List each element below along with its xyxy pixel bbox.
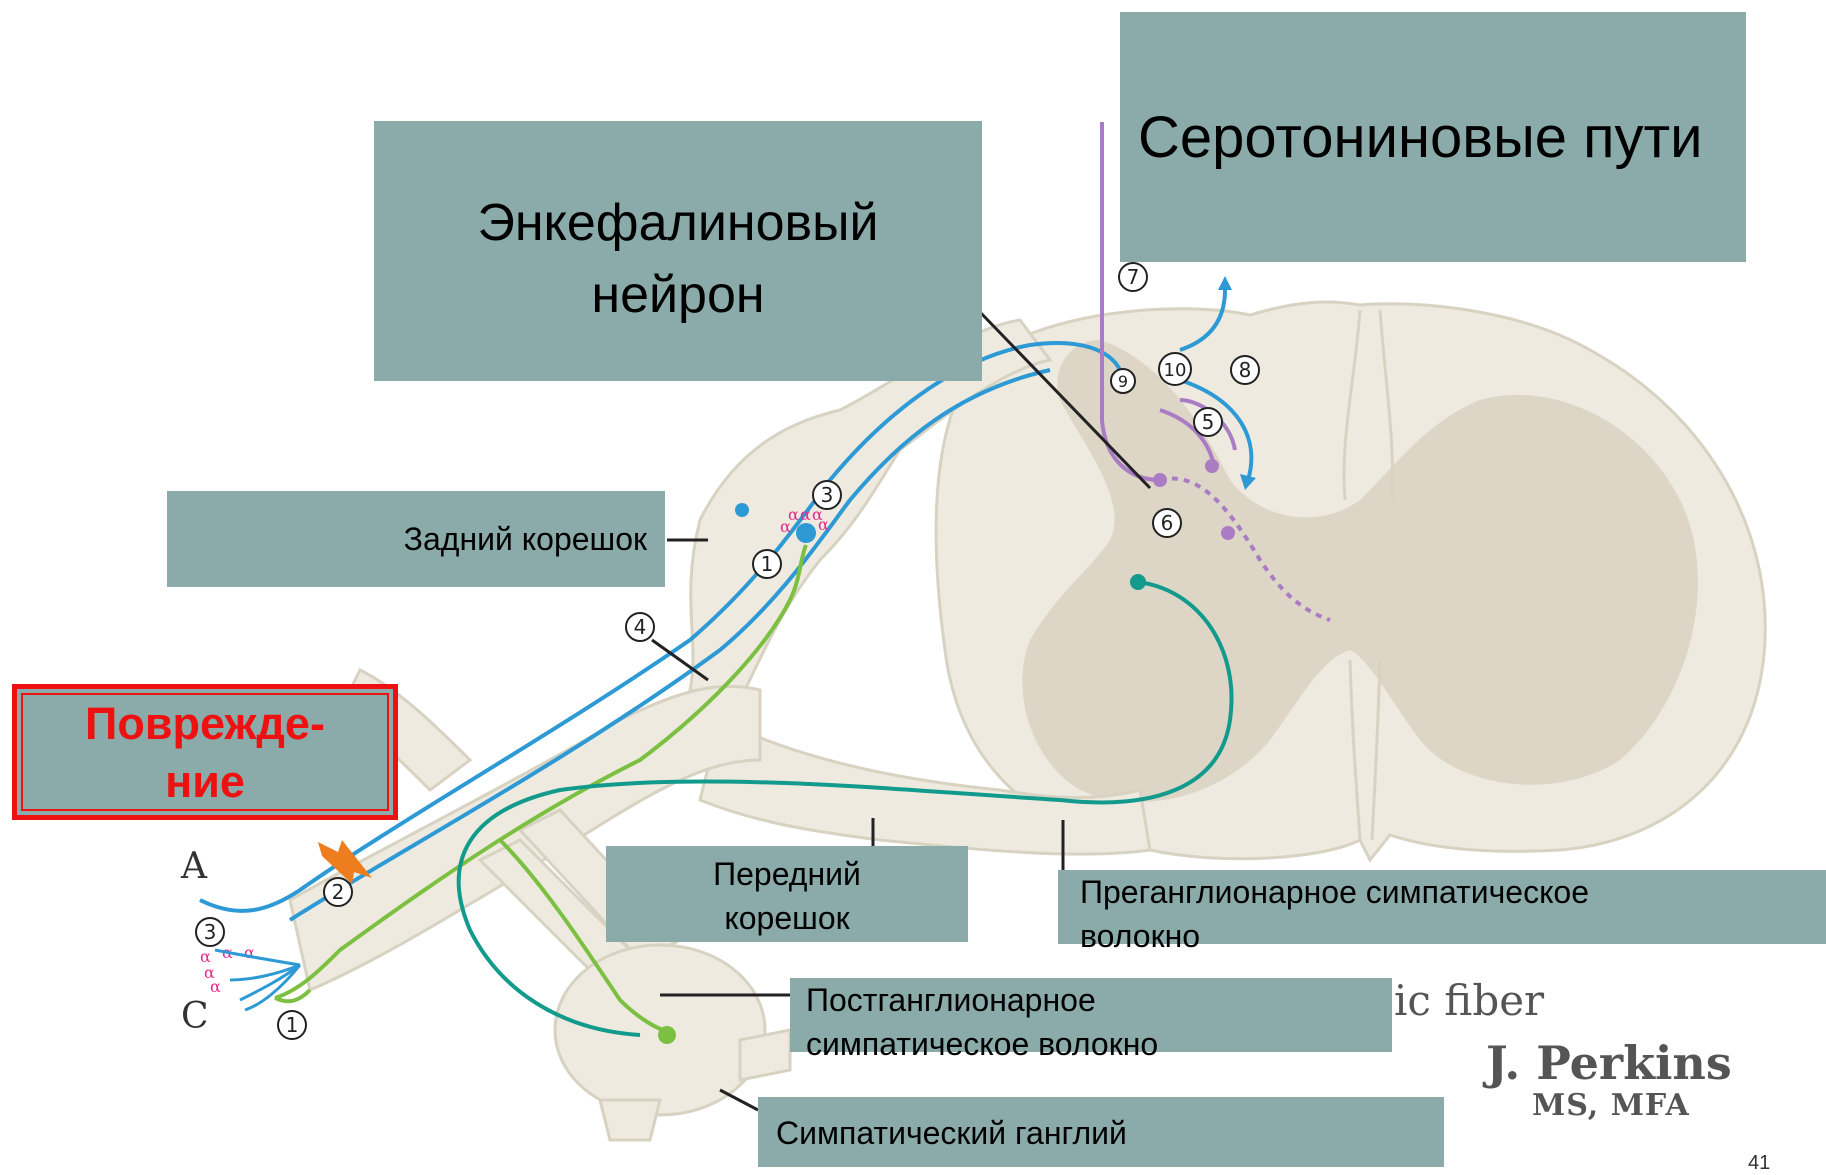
leader-ganglion — [720, 1090, 758, 1110]
serotonin-pathways-label: Серотониновые пути — [1120, 12, 1746, 262]
fiber-caption-fragment: ic fiber — [1394, 976, 1544, 1025]
enkephalin-label-line1: Энкефалиновый — [374, 187, 982, 259]
serotonin-node-3 — [1221, 526, 1235, 540]
receptor-alpha: α — [210, 977, 221, 996]
a-fiber-terminal — [735, 503, 749, 517]
a-fiber-cell-body — [796, 523, 816, 543]
c-fiber-ganglion-synapse — [658, 1026, 676, 1044]
a-fiber-letter: A — [181, 846, 207, 887]
postganglionic-fiber-label: Постганглионарное симпатическое волокно — [790, 978, 1392, 1052]
enkephalin-label-line2: нейрон — [374, 259, 982, 331]
a-fiber-arrow-up — [1218, 276, 1232, 290]
postganglionic-label-line2: симпатическое волокно — [806, 1022, 1392, 1066]
postganglionic-label-line1: Постганглионарное — [806, 978, 1392, 1022]
sympathetic-ganglion-label: Симпатический ганглий — [758, 1097, 1444, 1167]
page-number-fragment: 41 — [1748, 1152, 1770, 1175]
ventral-label-line2: корешок — [606, 896, 968, 940]
marker-10: 10 — [1164, 360, 1187, 381]
marker-9: 9 — [1118, 372, 1128, 391]
marker-3b: 3 — [204, 920, 217, 944]
marker-2: 2 — [332, 880, 345, 904]
receptor-alpha: α — [800, 505, 811, 524]
damage-label-line1: Поврежде- — [23, 695, 387, 753]
preganglionic-fiber-label: Преганглионарное симпатическое волокно — [1058, 870, 1826, 944]
illustrator-degree: MS, MFA — [1532, 1088, 1690, 1123]
damage-label: Поврежде- ние — [12, 684, 398, 820]
receptor-alpha: α — [244, 943, 255, 962]
marker-1: 1 — [761, 552, 774, 576]
marker-8: 8 — [1239, 358, 1252, 382]
marker-5: 5 — [1202, 410, 1215, 434]
damage-label-line2: ние — [23, 753, 387, 811]
preganglionic-cell-body — [1130, 574, 1146, 590]
damage-label-inner: Поврежде- ние — [21, 693, 389, 811]
marker-7: 7 — [1127, 265, 1140, 289]
spinal-cord — [936, 302, 1765, 860]
marker-1b: 1 — [286, 1013, 299, 1037]
marker-4: 4 — [634, 615, 647, 639]
preganglionic-label-line1: Преганглионарное симпатическое — [1080, 870, 1826, 914]
receptor-alpha: α — [818, 515, 829, 534]
c-fiber-letter: C — [181, 996, 209, 1037]
receptor-alpha: α — [780, 517, 791, 536]
dorsal-root-label: Задний корешок — [167, 491, 665, 587]
preganglionic-label-line2: волокно — [1080, 914, 1826, 958]
serotonin-node-2 — [1205, 459, 1219, 473]
ventral-label-line1: Передний — [606, 852, 968, 896]
illustrator-credit: J. Perkins — [1486, 1036, 1732, 1090]
marker-6: 6 — [1161, 511, 1174, 535]
ventral-root-label: Передний корешок — [606, 846, 968, 942]
enkephalin-neuron-label: Энкефалиновый нейрон — [374, 121, 982, 381]
serotonin-node-1 — [1153, 473, 1167, 487]
marker-3: 3 — [821, 483, 834, 507]
